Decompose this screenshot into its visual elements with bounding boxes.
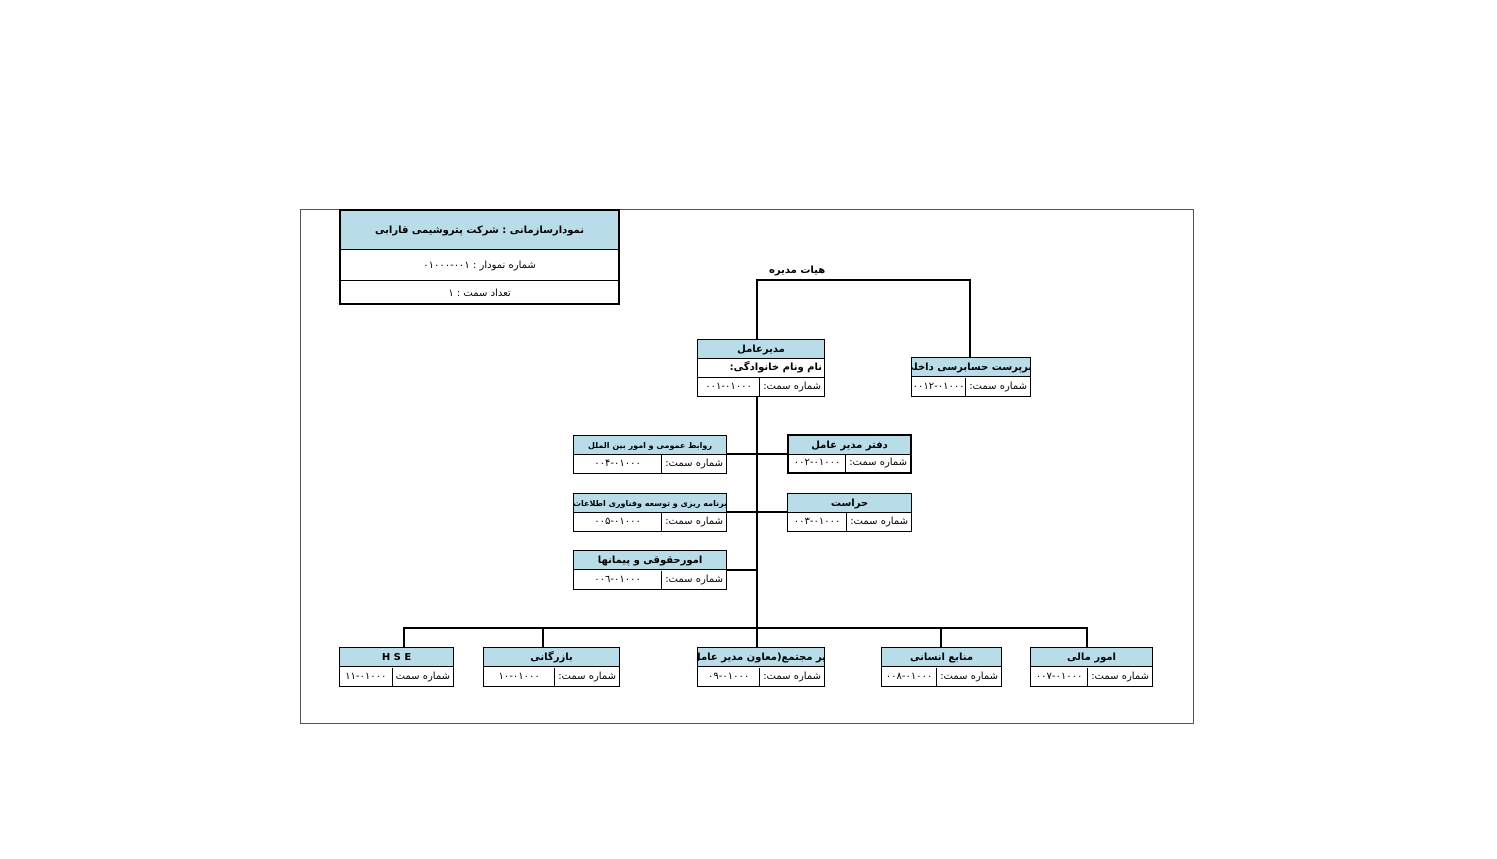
position-holder-name: نام ونام خانوادگی: — [698, 359, 824, 378]
public-relations-box[interactable]: روابط عمومی و امور بین الملل شماره سمت: … — [573, 435, 727, 474]
position-code-row: شماره سمت: ۰۰٦-۰۱۰۰۰ — [574, 571, 726, 589]
connector — [756, 279, 971, 281]
position-code-row: شماره سمت: ۰۰۲-۰۱۰۰۰ — [789, 454, 910, 472]
position-code: ۱۰-۰۱۰۰۰ — [498, 671, 540, 682]
planning-it-box[interactable]: برنامه ریزی و توسعه وفناوری اطلاعات شمار… — [573, 493, 727, 532]
hse-box[interactable]: H S E شماره سمت ۱۱-۰۱۰۰۰ — [339, 647, 454, 687]
position-code: ۰۰۲-۰۱۰۰۰ — [793, 457, 841, 468]
position-code-label: شماره سمت: — [759, 668, 824, 686]
position-title: سرپرست حسابرسی داخلی — [912, 358, 1030, 377]
position-code-row: شماره سمت: ۰۰۵-۰۱۰۰۰ — [574, 513, 726, 531]
position-code: ۰۰۸-۰۱۰۰۰ — [885, 671, 933, 682]
position-title: حراست — [788, 494, 911, 513]
finance-box[interactable]: امور مالی شماره سمت: ۰۰۷-۰۱۰۰۰ — [1030, 647, 1153, 687]
position-code-label: شماره سمت: — [759, 378, 824, 396]
position-code-row: شماره سمت: ۰۰۷-۰۱۰۰۰ — [1031, 668, 1152, 686]
position-code-row: شماره سمت: ۰۰۴-۰۱۰۰۰ — [574, 455, 726, 473]
position-code: ۰۰۱-۰۱۰۰۰ — [705, 381, 752, 392]
legal-box[interactable]: امورحقوقی و پیمانها شماره سمت: ۰۰٦-۰۱۰۰۰ — [573, 550, 727, 590]
position-code-label: شماره سمت: — [661, 455, 726, 473]
diagram-frame — [300, 209, 1194, 724]
position-title: H S E — [340, 648, 453, 667]
commerce-box[interactable]: بازرگانی شماره سمت: ۱۰-۰۱۰۰۰ — [483, 647, 620, 687]
position-code-row: شماره سمت: ۱۰-۰۱۰۰۰ — [484, 668, 619, 686]
connector — [403, 627, 1088, 629]
position-title: مدیرعامل — [698, 340, 824, 359]
position-code: ۰۰۳-۰۱۰۰۰ — [793, 516, 841, 527]
connector — [940, 627, 942, 648]
connector — [403, 627, 405, 648]
position-title: بازرگانی — [484, 648, 619, 667]
connector — [1086, 627, 1088, 648]
position-title: دفتر مدیر عامل — [789, 436, 910, 455]
connector — [756, 279, 758, 339]
position-code-label: شماره سمت: — [846, 513, 911, 531]
position-code: ۰۰۱۲-۰۱۰۰۰ — [912, 381, 965, 392]
position-code-label: شماره سمت: — [661, 513, 726, 531]
position-code: ۰۰۵-۰۱۰۰۰ — [594, 516, 641, 527]
position-code-row: شماره سمت: ۰۰۱۲-۰۱۰۰۰ — [912, 378, 1030, 396]
position-code-label: شماره سمت: — [845, 454, 910, 472]
connector — [726, 511, 788, 513]
position-code-label: شماره سمت: — [965, 378, 1030, 396]
position-code-row: شماره سمت: ۰۰۱-۰۱۰۰۰ — [698, 378, 824, 396]
position-title: مدیر مجتمع(معاون مدیر عامل ) — [698, 648, 824, 667]
hr-box[interactable]: منابع انسانی شماره سمت: ۰۰۸-۰۱۰۰۰ — [881, 647, 1002, 687]
position-code-row: شماره سمت: ۰۹-۰۱۰۰۰ — [698, 668, 824, 686]
complex-manager-box[interactable]: مدیر مجتمع(معاون مدیر عامل ) شماره سمت: … — [697, 647, 825, 687]
position-code-label: شماره سمت — [391, 668, 453, 686]
position-title: امورحقوقی و پیمانها — [574, 551, 726, 570]
position-title: برنامه ریزی و توسعه وفناوری اطلاعات — [574, 494, 726, 513]
position-code-label: شماره سمت: — [661, 571, 726, 589]
position-code-label: شماره سمت: — [554, 668, 619, 686]
position-code: ۰۹-۰۱۰۰۰ — [707, 671, 750, 682]
position-code-label: شماره سمت: — [936, 668, 1001, 686]
chart-title: نمودارسازمانی : شرکت پتروشیمی قارابی — [341, 211, 618, 250]
connector — [542, 627, 544, 648]
position-code-row: شماره سمت: ۰۰۳-۰۱۰۰۰ — [788, 513, 911, 531]
position-title: منابع انسانی — [882, 648, 1001, 667]
connector — [969, 279, 971, 357]
board-of-directors-label: هیات مدیره — [769, 265, 826, 276]
connector — [726, 453, 788, 455]
internal-audit-box[interactable]: سرپرست حسابرسی داخلی شماره سمت: ۰۰۱۲-۰۱۰… — [911, 357, 1031, 397]
ceo-office-box[interactable]: دفتر مدیر عامل شماره سمت: ۰۰۲-۰۱۰۰۰ — [787, 434, 912, 474]
chart-number: شماره نمودار : ۰۰۱-۰۱۰۰۰ — [341, 250, 618, 281]
position-code: ۱۱-۰۱۰۰۰ — [345, 671, 387, 682]
position-code: ۰۰۷-۰۱۰۰۰ — [1035, 671, 1083, 682]
position-code-row: شماره سمت: ۰۰۸-۰۱۰۰۰ — [882, 668, 1001, 686]
chart-info-box: نمودارسازمانی : شرکت پتروشیمی قارابی شما… — [339, 209, 620, 305]
position-title: روابط عمومی و امور بین الملل — [574, 436, 726, 455]
security-box[interactable]: حراست شماره سمت: ۰۰۳-۰۱۰۰۰ — [787, 493, 912, 532]
position-title: امور مالی — [1031, 648, 1152, 667]
position-code-label: شماره سمت: — [1087, 668, 1152, 686]
position-count: تعداد سمت : ۱ — [448, 287, 511, 299]
ceo-box[interactable]: مدیرعامل نام ونام خانوادگی: شماره سمت: ۰… — [697, 339, 825, 397]
position-code: ۰۰٦-۰۱۰۰۰ — [594, 574, 641, 585]
position-code-row: شماره سمت ۱۱-۰۱۰۰۰ — [340, 668, 453, 686]
connector — [726, 569, 757, 571]
connector — [756, 627, 758, 648]
position-code: ۰۰۴-۰۱۰۰۰ — [594, 458, 641, 469]
